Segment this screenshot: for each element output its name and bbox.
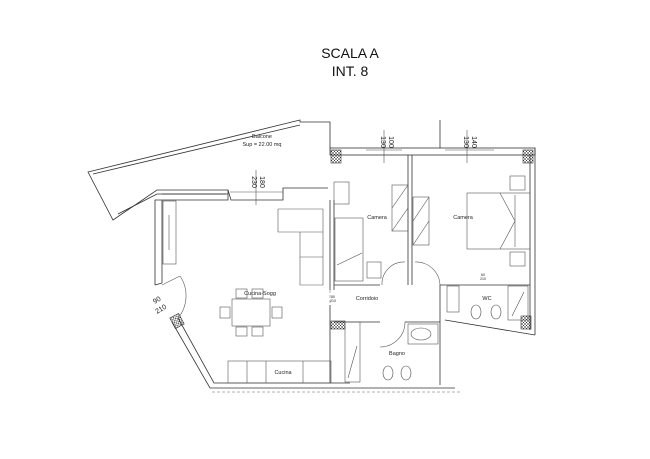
nightstand bbox=[509, 175, 526, 191]
bagno-bidet bbox=[382, 365, 394, 381]
room-label-cucina: Cucina bbox=[274, 370, 292, 376]
entry-door-height: 210 bbox=[154, 304, 168, 316]
room-label-camera-2: Camera bbox=[453, 215, 474, 221]
title-line-2: INT. 8 bbox=[332, 63, 369, 79]
room-label-wc: WC bbox=[482, 296, 491, 302]
right-block-walls bbox=[329, 147, 536, 385]
room-label-balcone: Balcone bbox=[252, 134, 272, 140]
title-line-1: SCALA A bbox=[321, 45, 379, 61]
nightstand bbox=[509, 251, 526, 267]
desk bbox=[333, 181, 350, 205]
wc-shower bbox=[507, 285, 529, 321]
wc-toilet bbox=[470, 304, 482, 320]
corridor-door-height: 210 bbox=[330, 299, 336, 303]
camera1-door[interactable] bbox=[381, 261, 406, 286]
entry-door[interactable] bbox=[161, 275, 187, 319]
bagno-sink bbox=[410, 327, 432, 341]
wc-sink bbox=[446, 285, 460, 313]
entry-door-width: 90 bbox=[152, 296, 162, 306]
nightstand bbox=[366, 261, 382, 279]
balcone-area: Sup = 22.00 mq bbox=[243, 142, 282, 148]
double-bed bbox=[466, 192, 531, 250]
room-label-cucina-sogg: Cucina-Sogg bbox=[244, 291, 276, 297]
kitchen-counter bbox=[227, 360, 332, 384]
sofa bbox=[277, 208, 324, 286]
tv-unit bbox=[162, 200, 177, 265]
wardrobe bbox=[391, 184, 430, 246]
camera2-door[interactable] bbox=[414, 261, 441, 286]
living-window-dim-b: 180 bbox=[258, 176, 265, 188]
living-walls bbox=[154, 190, 460, 393]
entry-pillar bbox=[169, 312, 185, 330]
wc-door-width: 60 bbox=[481, 273, 485, 277]
room-label-corridoio: Corridoio bbox=[356, 296, 378, 302]
bagno-toilet bbox=[400, 365, 412, 381]
living-window-dim-a: 230 bbox=[250, 176, 257, 188]
wc-bidet bbox=[490, 304, 502, 320]
camera1-window-dim-a: 130 bbox=[379, 136, 386, 148]
corridor-door-width: 80 bbox=[331, 295, 335, 299]
single-bed bbox=[334, 217, 364, 282]
camera2-window-dim-a: 130 bbox=[462, 136, 469, 148]
camera1-window-dim-b: 100 bbox=[387, 136, 394, 148]
bagno-shower bbox=[344, 321, 361, 383]
bagno-door[interactable] bbox=[379, 321, 406, 348]
camera2-window-dim-b: 140 bbox=[470, 136, 477, 148]
room-label-bagno: Bagno bbox=[389, 351, 405, 357]
pillar bbox=[522, 149, 534, 164]
wc-door-height: 210 bbox=[480, 277, 486, 281]
dining-table bbox=[219, 288, 283, 337]
balcony-outline bbox=[87, 119, 441, 221]
pillar bbox=[520, 315, 532, 330]
room-label-camera-1: Camera bbox=[367, 215, 388, 221]
pillar bbox=[330, 149, 342, 164]
pillar bbox=[330, 320, 346, 330]
